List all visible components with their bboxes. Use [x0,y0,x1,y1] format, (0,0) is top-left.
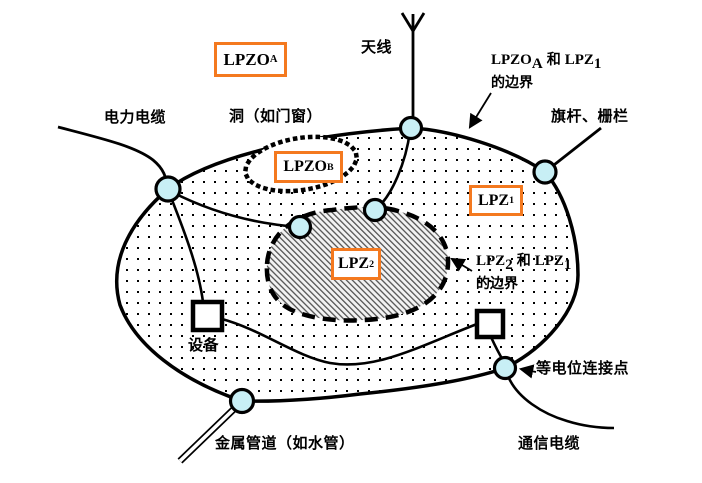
zone-lpz1-subscript: 1 [509,195,515,206]
boundary01-line2: 的边界 [491,74,533,91]
power-cable-line [57,125,170,190]
zone-lpz0a-text: LPZO [223,49,270,69]
bonding-nodes [154,115,558,415]
metal-pipe-icon [177,406,237,464]
metal-pipe-label: 金属管道（如水管） [215,435,355,452]
equipment-label: 设备 [188,337,220,354]
boundary01-zone1: LPZO [491,52,532,68]
boundary01-conj: 和 [546,51,561,67]
equipment-box-right [474,308,506,340]
power-cable-label: 电力电缆 [104,109,167,126]
equipment-box-left [190,299,225,333]
bonding-point-label: 等电位连接点 [536,360,630,377]
boundary21-zone2-sub: 1 [563,257,572,274]
arrow-boundary01 [468,92,492,129]
zone-lpz0b-subscript: B [326,161,334,173]
zone-lpz0a-subscript: A [269,54,278,65]
flagpole-fence-label: 旗杆、栅栏 [551,108,629,125]
boundary01-zone1-sub: A [531,56,543,73]
zone-lpz2-text: LPZ [337,255,370,272]
boundary21-conj: 和 [516,252,531,268]
cable-node-to-lpz2 [171,190,300,229]
boundary01-zone2-sub: 1 [593,56,602,73]
arrow-bonding-point [518,364,537,379]
boundary21-zone2: LPZ [534,253,564,269]
comm-cable-line [506,375,615,430]
opening-label: 洞（如门窗） [229,108,323,125]
boundary21-zone1: LPZ [476,253,506,269]
bonding-node-comm [492,355,518,381]
antenna-icon [400,12,426,128]
comm-cable-label: 通信电缆 [518,435,581,452]
annotation-arrows [450,92,537,379]
zone-lpz2-subscript: 2 [369,258,375,270]
cable-node-to-equipment [168,194,205,303]
zone-lpz0b-text: LPZO [283,158,327,175]
bonding-node-antenna [398,115,424,141]
bonding-node-flagpole [532,159,558,185]
boundary21-zone1-sub: 2 [505,257,513,274]
boundary21-line2: 的边界 [476,275,518,292]
bonding-node-power [154,175,182,203]
bonding-node-pipe [228,387,256,415]
arrow-boundary21 [450,257,473,272]
cable-equipment-to-equipment [221,317,478,366]
antenna-label: 天线 [361,39,393,56]
bonding-node-lpz2-top [362,197,388,223]
boundary01-zone2: LPZ [564,52,594,68]
bonding-node-lpz2-left [287,214,313,240]
zone-lpz1-text: LPZ [477,191,510,209]
